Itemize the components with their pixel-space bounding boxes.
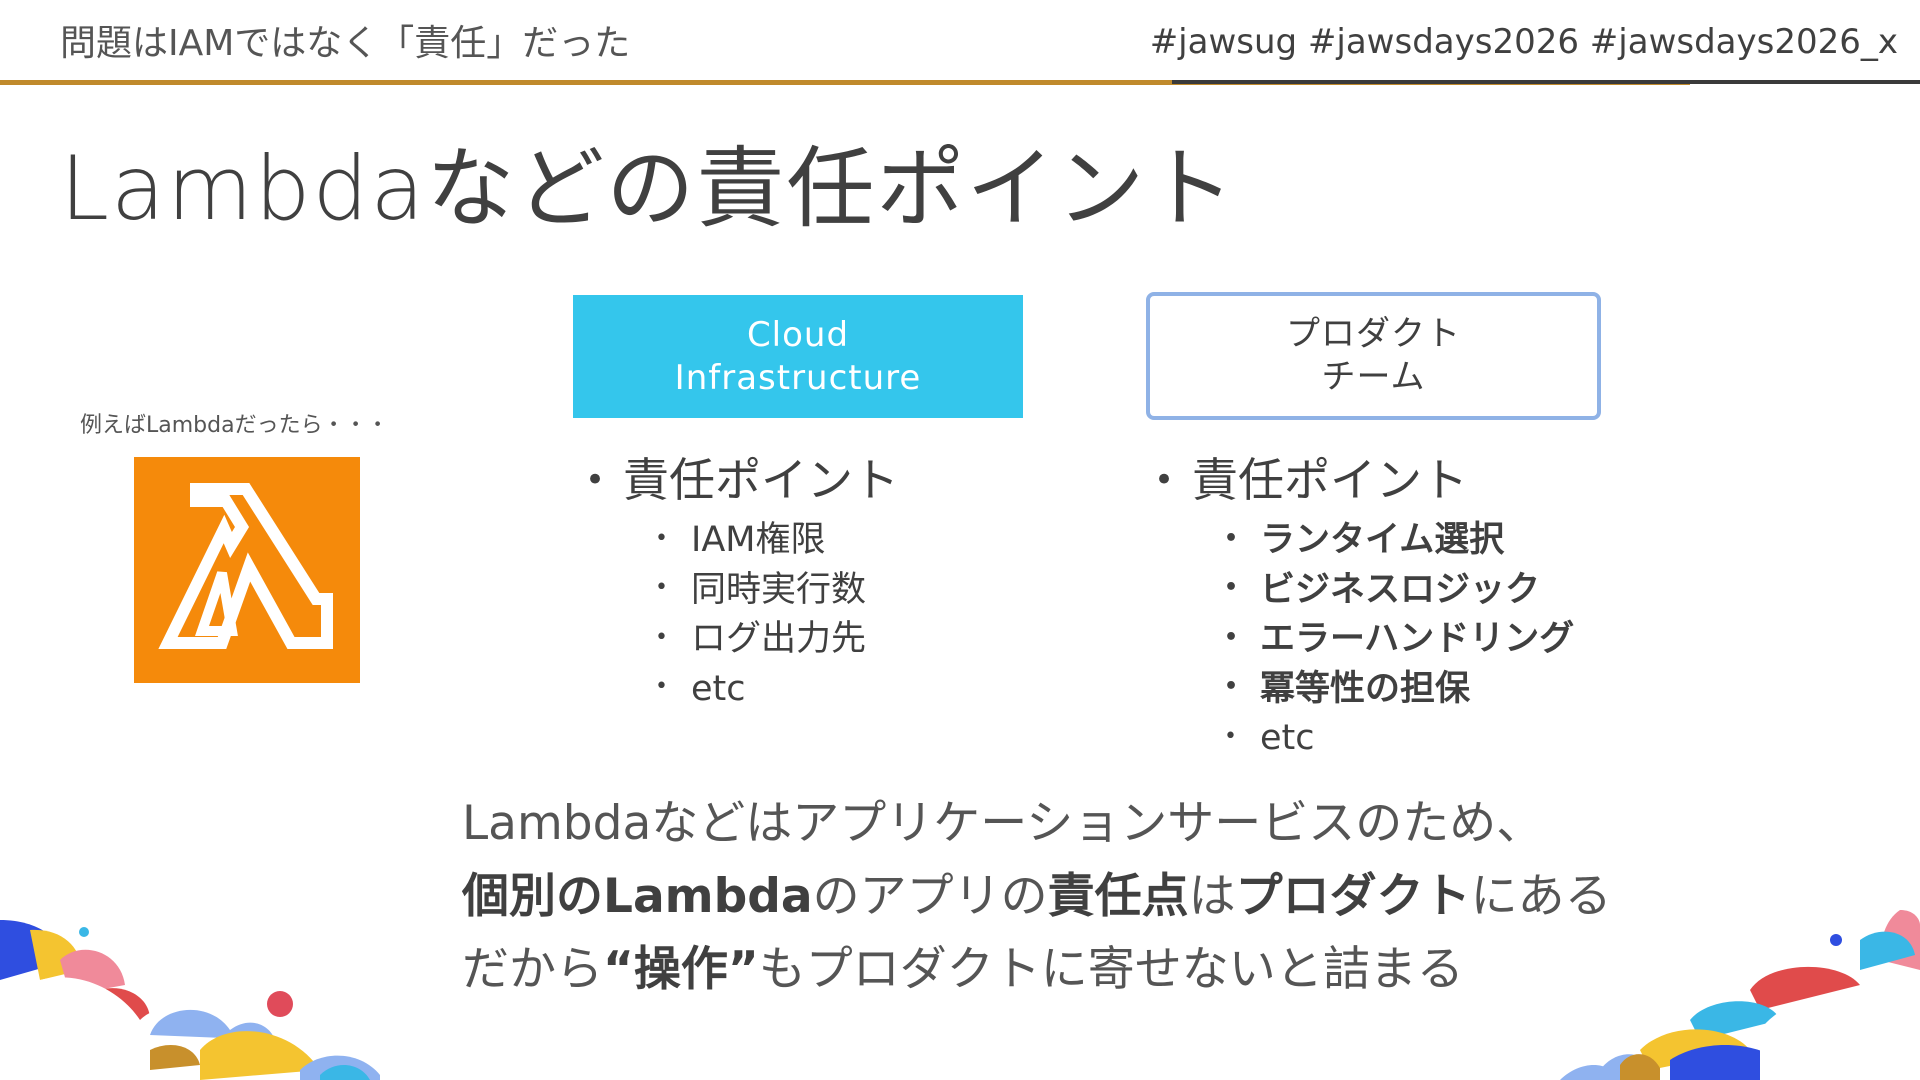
cloud-infrastructure-box: Cloud Infrastructure (573, 295, 1023, 418)
list-item: •IAM権限 (655, 516, 899, 566)
summary-text: Lambdaなどはアプリケーションサービスのため、 個別のLambdaのアプリの… (462, 787, 1612, 1006)
example-caption: 例えばLambdaだったら・・・ (80, 413, 389, 438)
decorative-clouds-left (0, 920, 380, 1080)
header-title: 問題はIAMではなく「責任」だった (60, 23, 631, 64)
bullet-icon: • (1224, 723, 1237, 749)
bullet-icon: • (1224, 575, 1239, 600)
lambda-glyph (158, 483, 333, 649)
header-rule-dark (1172, 80, 1920, 84)
product-box-label-line2: チーム (1321, 357, 1426, 397)
bullet-icon: • (655, 575, 668, 600)
list-item: •エラーハンドリング (1224, 615, 1574, 665)
list-item: •冪等性の担保 (1224, 665, 1574, 715)
decorative-clouds-right (1560, 910, 1920, 1080)
slide-title: Lambdaなどの責任ポイント (60, 137, 1237, 240)
product-box-label-line1: プロダクト (1286, 314, 1461, 354)
bullet-icon: • (655, 674, 668, 699)
bullet-icon: • (1224, 624, 1239, 650)
bullet-icon: • (655, 525, 668, 551)
bullet-icon: • (1154, 459, 1175, 500)
header-rule-gold (0, 80, 1690, 85)
summary-line-2: 個別のLambdaのアプリの責任点はプロダクトにある (462, 869, 1612, 924)
aws-lambda-icon (134, 457, 360, 683)
list-item: •ビジネスロジック (1224, 566, 1574, 616)
summary-line-1: Lambdaなどはアプリケーションサービスのため、 (462, 796, 1544, 851)
product-responsibility-list: • 責任ポイント •ランタイム選択 •ビジネスロジック •エラーハンドリング •冪… (1154, 444, 1574, 764)
summary-line-3: だから“操作”もプロダクトに寄せないと詰まる (462, 942, 1464, 997)
cloud-box-label-line1: Cloud (746, 314, 850, 355)
list-item: •etc (655, 665, 899, 715)
list-item: •ログ出力先 (655, 615, 899, 665)
hashtags: #jawsug #jawsdays2026 #jawsdays2026_x (1149, 22, 1898, 62)
bullet-icon: • (1224, 674, 1239, 699)
bullet-icon: • (655, 624, 668, 650)
cloud-box-label-line2: Infrastructure (674, 357, 922, 398)
list-heading: 責任ポイント (623, 453, 899, 507)
list-item: •etc (1224, 714, 1574, 764)
bullet-icon: • (1224, 525, 1239, 551)
product-team-box: プロダクト チーム (1146, 292, 1601, 420)
cloud-responsibility-list: • 責任ポイント •IAM権限 •同時実行数 •ログ出力先 •etc (585, 444, 899, 714)
list-item: •ランタイム選択 (1224, 516, 1574, 566)
list-heading: 責任ポイント (1192, 453, 1468, 507)
list-item: •同時実行数 (655, 566, 899, 616)
bullet-icon: • (585, 459, 606, 500)
